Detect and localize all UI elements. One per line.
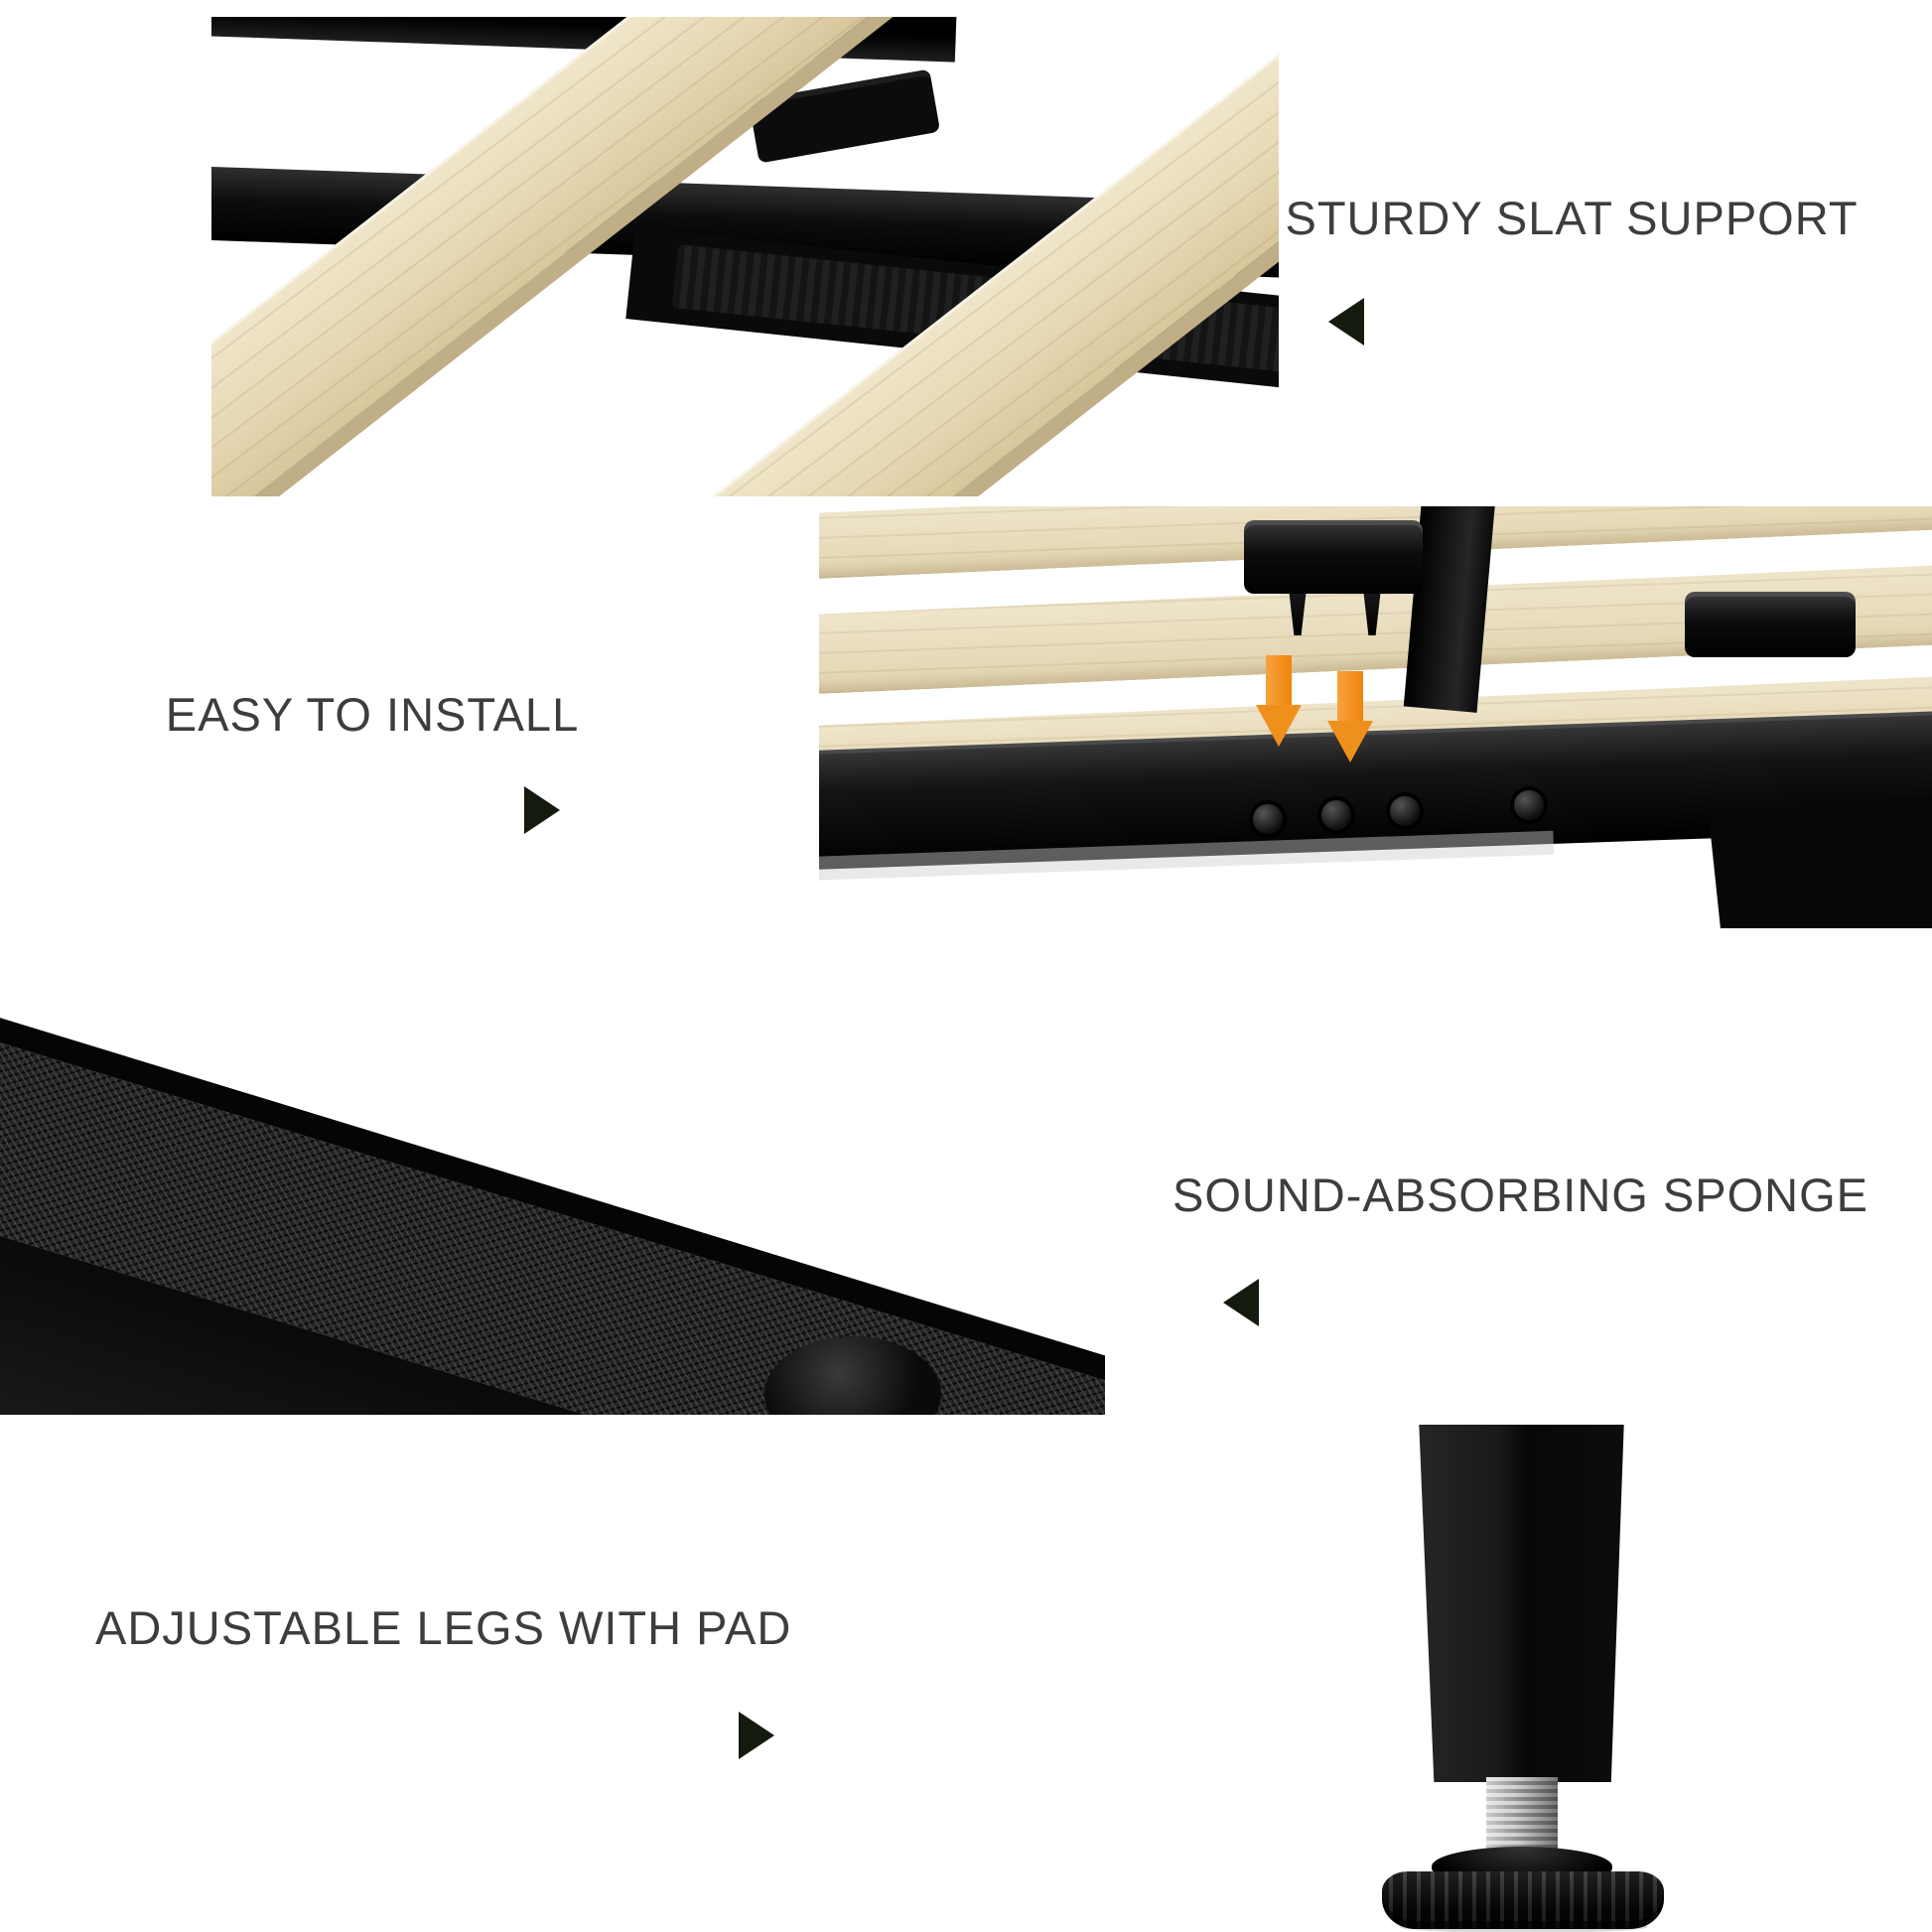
screw-head	[1321, 800, 1351, 830]
arrow-head	[1327, 721, 1373, 762]
slat-connector-cap	[1244, 520, 1423, 594]
arrow-left-icon	[1223, 1279, 1259, 1326]
connector-pin	[1289, 594, 1307, 635]
feature-label-sponge: SOUND-ABSORBING SPONGE	[1173, 1169, 1868, 1221]
feature-label-legs: ADJUSTABLE LEGS WITH PAD	[95, 1601, 792, 1654]
square-leg-tube	[1419, 1425, 1624, 1782]
arrow-right-icon	[524, 786, 560, 834]
easy-install-photo	[819, 506, 1932, 928]
install-arrow-down-icon	[1327, 671, 1373, 765]
arrow-shaft	[1337, 671, 1363, 723]
slat-support-photo	[211, 17, 1279, 496]
slat-connector-cap	[1685, 592, 1856, 657]
connector-pin	[1363, 594, 1381, 635]
arrow-head	[1256, 705, 1302, 747]
arrow-right-icon	[739, 1712, 774, 1759]
metal-rail-diagonal	[0, 957, 1105, 1415]
arrow-shaft	[1266, 655, 1292, 707]
sponge-photo	[0, 937, 1105, 1415]
arrow-left-icon	[1328, 298, 1364, 345]
screw-head	[1390, 796, 1420, 826]
knurled-foot-pad	[1382, 1871, 1664, 1929]
install-arrow-down-icon	[1256, 655, 1302, 750]
adjustable-leg-photo	[1112, 1425, 1932, 1932]
threaded-rod	[1486, 1777, 1558, 1857]
feature-label-slat-support: STURDY SLAT SUPPORT	[1285, 192, 1859, 244]
feature-label-easy-install: EASY TO INSTALL	[165, 688, 580, 741]
screw-head	[1514, 790, 1544, 820]
screw-head	[1253, 804, 1283, 834]
